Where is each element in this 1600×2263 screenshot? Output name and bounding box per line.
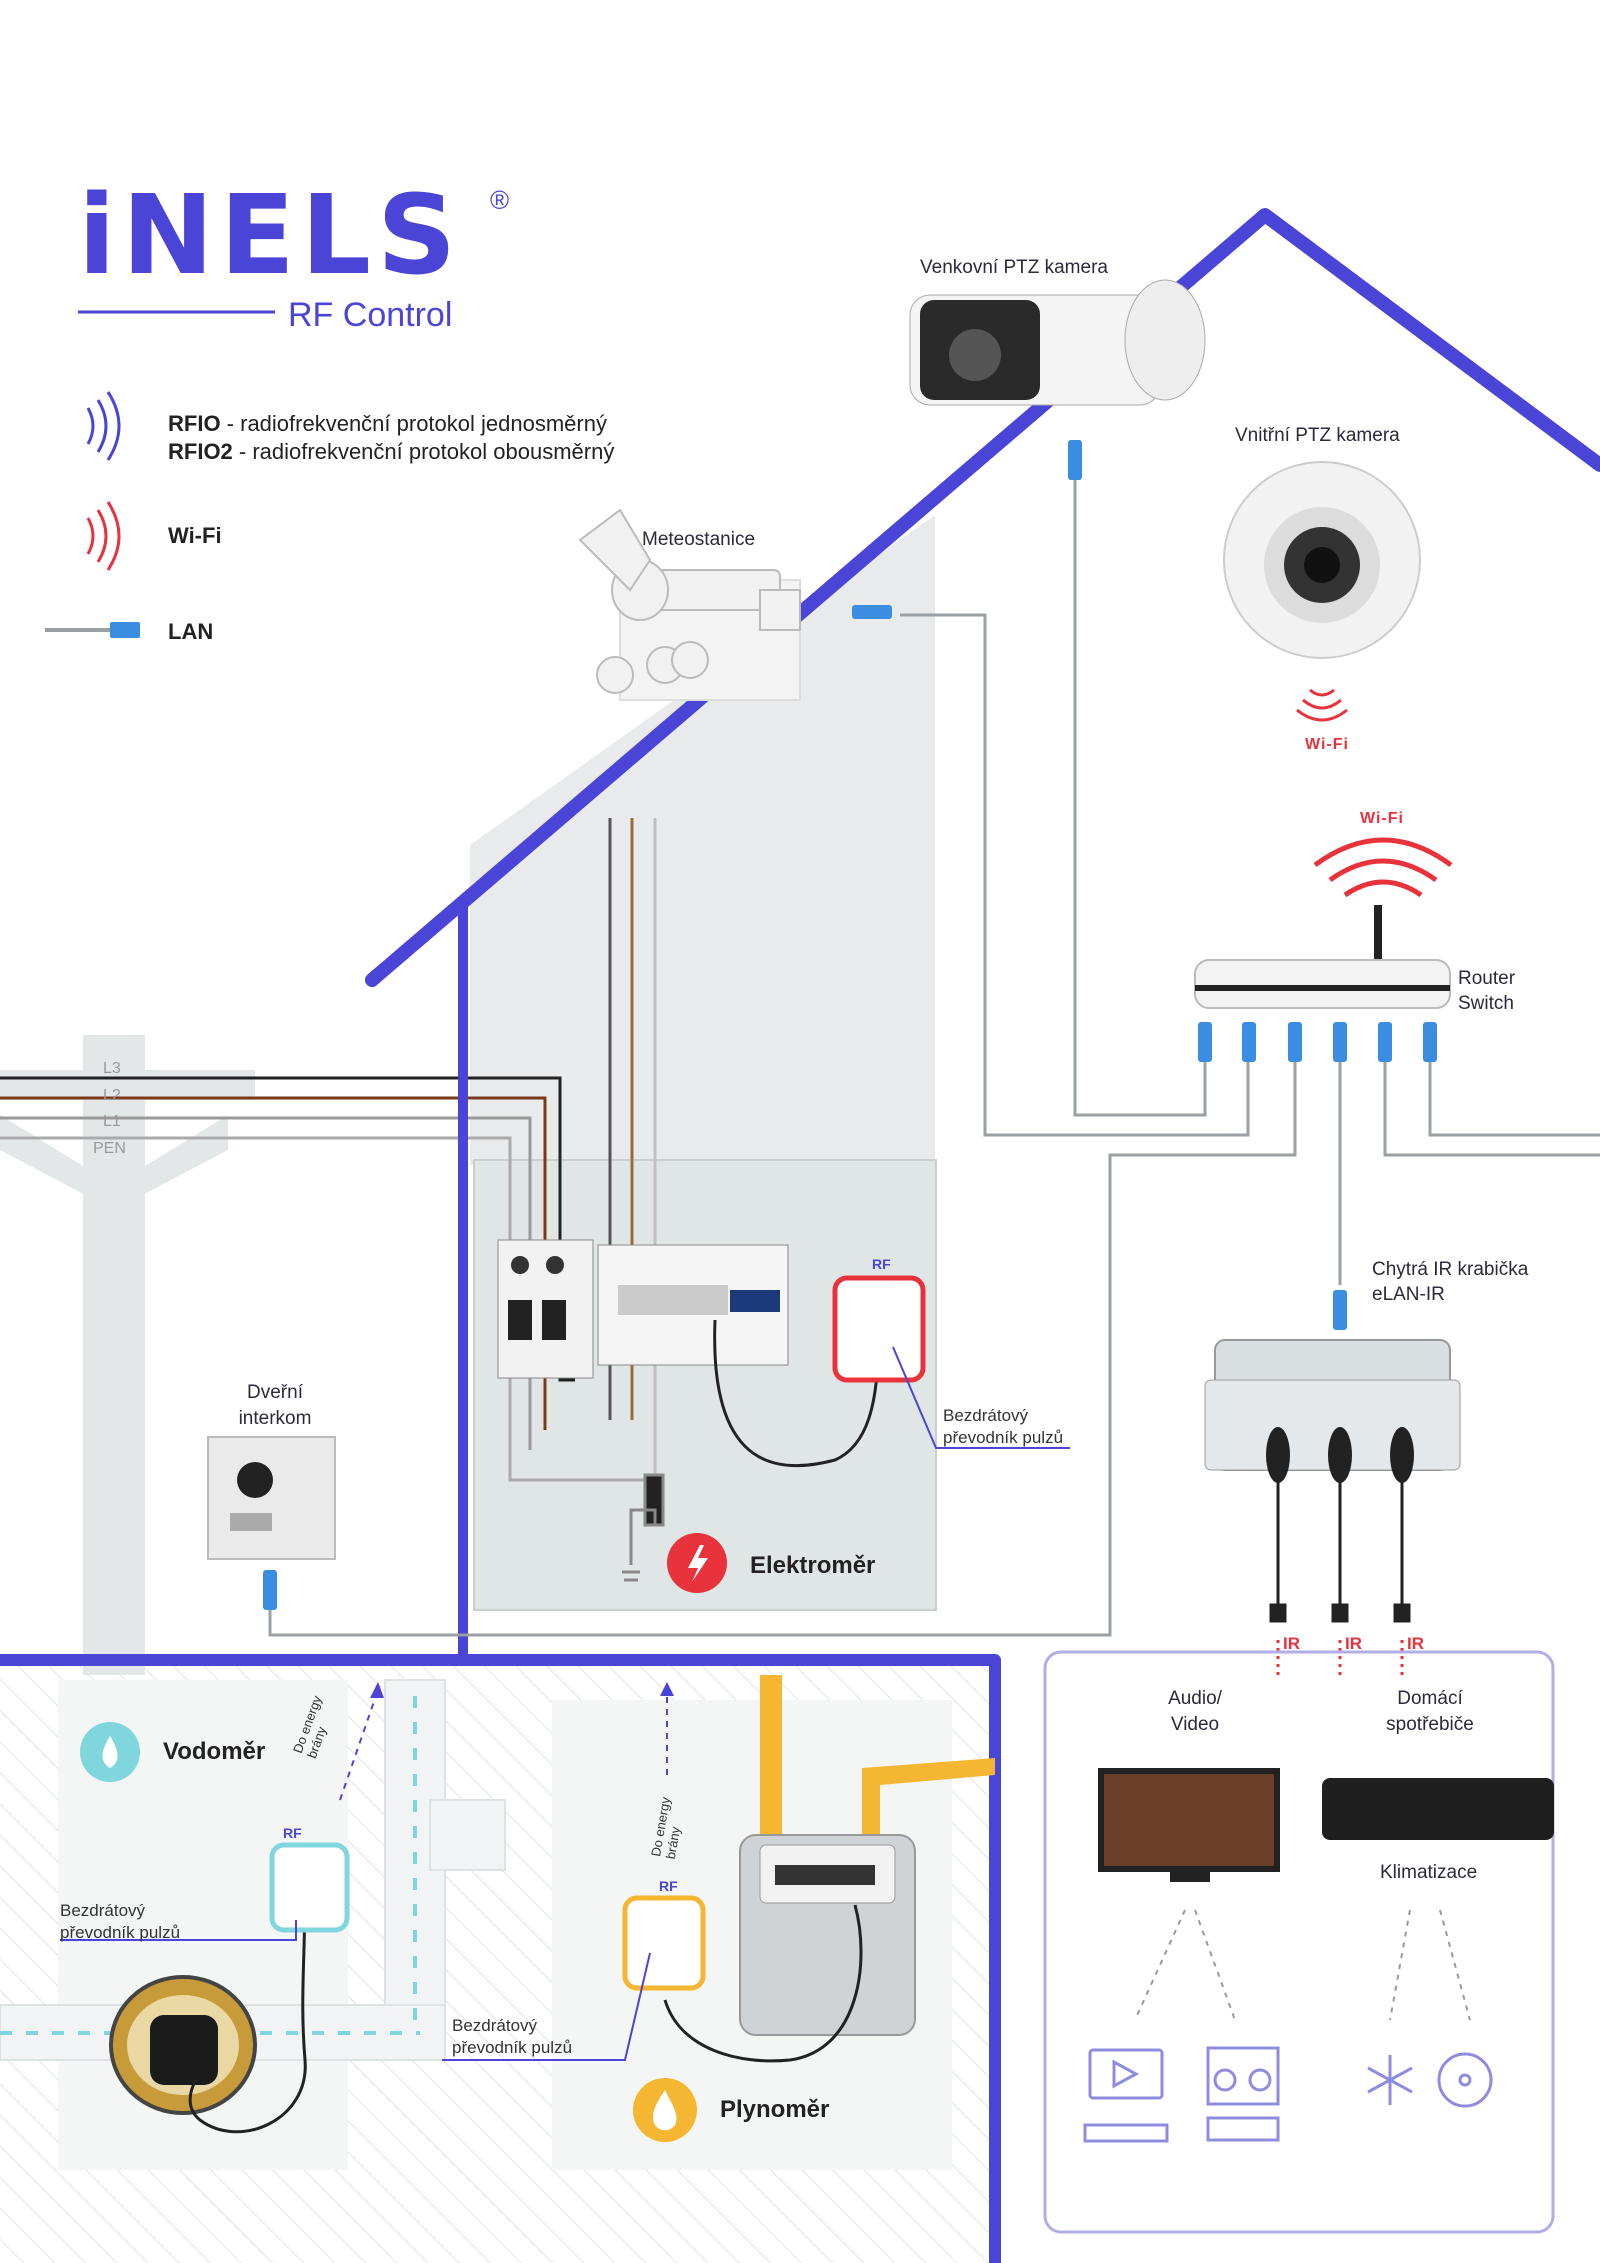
indoor-camera-label: Vnitřní PTZ kamera: [1235, 425, 1400, 446]
ir-box-label-2: eLAN-IR: [1372, 1284, 1445, 1305]
elan-ir-box: [1204, 1339, 1461, 1483]
indoor-ptz-camera: [1223, 461, 1421, 659]
water-meter: [109, 1975, 257, 2115]
ir-cables: [1269, 1480, 1411, 1623]
water-rf-tag: RF: [283, 1825, 302, 1841]
ground-symbol: [622, 1473, 665, 1582]
rf-pulse-converter-water: [269, 1842, 350, 1933]
rfio-icon: [86, 391, 121, 461]
audio-video-label: Audio/Video: [1168, 1688, 1222, 1735]
camera-wifi-icon: [1296, 688, 1348, 722]
camera-wifi-tag: Wi-Fi: [1305, 736, 1349, 753]
water-cable: [188, 1889, 307, 2134]
registered-mark: ®: [490, 185, 510, 215]
gas-meter: [739, 1834, 916, 2036]
wifi-legend-icon: [86, 501, 121, 571]
air-conditioning-label: Klimatizace: [1380, 1862, 1478, 1883]
phase-pen: PEN: [93, 1140, 126, 1157]
legend-wifi: Wi-Fi: [168, 523, 222, 548]
house-outline: [0, 208, 1600, 2263]
inels-logo: iNELS: [78, 171, 463, 299]
outdoor-camera-label: Venkovní PTZ kamera: [920, 257, 1108, 278]
router-wifi-icon: [1313, 837, 1453, 898]
snow-fan-icons: [1367, 2052, 1493, 2108]
ir-tag-2: IR: [1345, 1634, 1362, 1653]
lan-legend-icon: [45, 622, 140, 638]
router-label-1: Router: [1458, 968, 1516, 989]
gas-cable: [663, 1904, 863, 2063]
weather-station-label: Meteostanice: [642, 529, 756, 550]
appliances-panel: [1043, 1650, 1555, 2234]
weather-station: [578, 508, 801, 701]
water-meter-label: Vodoměr: [163, 1738, 266, 1765]
gas-rf-tag: RF: [659, 1878, 678, 1894]
energy-meter: [597, 1244, 789, 1366]
appliance-arrows: [1134, 1909, 1471, 2021]
tv: [1098, 1768, 1280, 1882]
gas-meter-label: Plynoměr: [720, 2096, 830, 2123]
air-conditioner: [1322, 1778, 1554, 1840]
gas-pipes: [760, 1675, 995, 1860]
utility-pole: [0, 1035, 255, 1675]
router-label-2: Switch: [1458, 993, 1514, 1014]
legend-lan: LAN: [168, 619, 214, 644]
legend-rfio: RFIO - radiofrekvenční protokol jednosmě…: [168, 411, 607, 436]
energy-gate-arrows: [339, 1689, 668, 1801]
rf-pulse-converter-electric: [832, 1275, 926, 1383]
electricity-meter-label: Elektroměr: [750, 1552, 876, 1579]
meter-cable: [713, 1319, 882, 1468]
electric-rf-tag: RF: [872, 1256, 891, 1272]
router-wifi-tag: Wi-Fi: [1360, 810, 1404, 827]
outdoor-ptz-camera: [909, 279, 1206, 406]
phase-l2: L2: [103, 1087, 121, 1104]
phase-l3: L3: [103, 1060, 121, 1077]
circuit-breaker: [497, 1239, 594, 1379]
ir-tag-3: IR: [1407, 1634, 1424, 1653]
ir-box-label-1: Chytrá IR krabička: [1372, 1259, 1529, 1280]
legend-rfio2: RFIO2 - radiofrekvenční protokol obousmě…: [168, 439, 615, 464]
door-intercom: [207, 1436, 336, 1560]
rf-pulse-converter-gas: [622, 1895, 706, 1991]
media-device-icons: [1083, 2046, 1280, 2143]
router-switch: [1194, 905, 1451, 1009]
router-lan-ports: [263, 440, 1437, 1610]
phase-l1: L1: [103, 1113, 121, 1130]
house-wall-shade: [470, 515, 935, 1165]
rf-control-title: RF Control: [288, 296, 453, 334]
ir-dotted: [1276, 1640, 1404, 1680]
ir-tag-1: IR: [1283, 1634, 1300, 1653]
callout-lines: [60, 1346, 1070, 2061]
lan-cables: [268, 480, 1600, 1637]
